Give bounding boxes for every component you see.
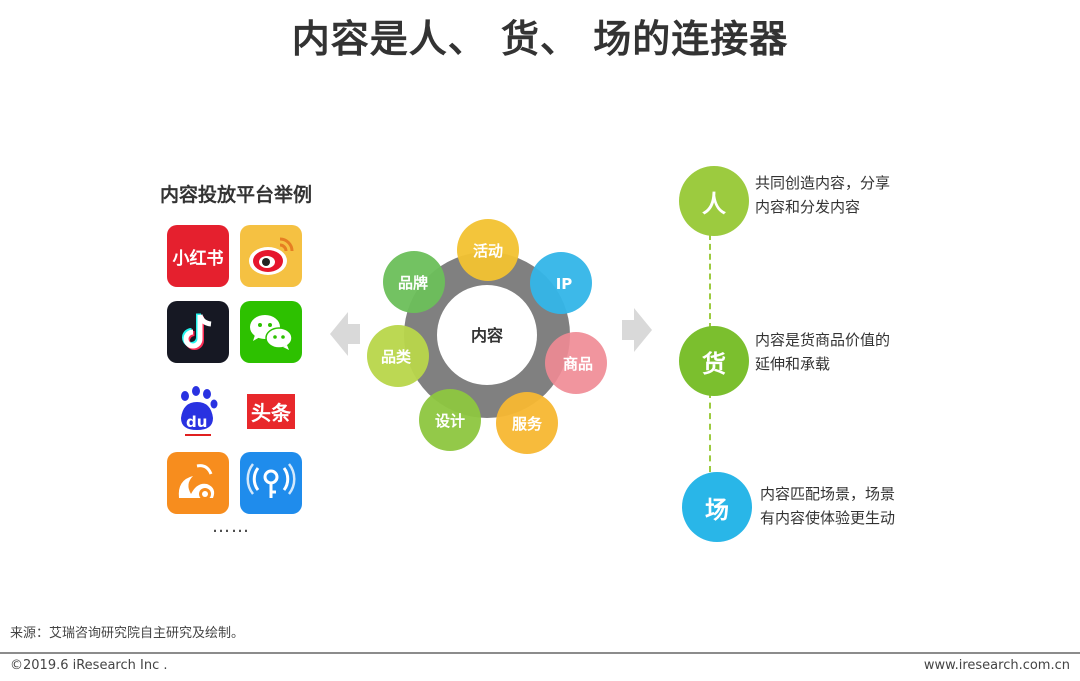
node-people: 人 xyxy=(679,166,749,236)
uc-browser-icon xyxy=(167,452,229,514)
petal-label: 服务 xyxy=(512,415,543,433)
node-label: 货 xyxy=(702,349,726,378)
petal-label: 品牌 xyxy=(398,274,428,292)
right-arrow-icon xyxy=(622,308,652,352)
node-people-desc: 共同创造内容，分享 内容和分发内容 xyxy=(755,171,930,219)
baidu-icon-text: du xyxy=(186,413,208,431)
petal-brand: 品牌 xyxy=(383,251,445,313)
left-arrow-icon xyxy=(330,312,360,356)
node-goods: 货 xyxy=(679,326,749,396)
petal-service: 服务 xyxy=(496,392,558,454)
footer-divider xyxy=(0,652,1080,654)
node-label: 场 xyxy=(705,495,729,524)
node-label: 人 xyxy=(702,189,726,218)
page-title: 内容是人、 货、 场的连接器 xyxy=(291,17,789,61)
connector-line-1 xyxy=(709,234,711,329)
website-link[interactable]: www.iresearch.com.cn xyxy=(923,658,1070,673)
more-platforms-ellipsis: …… xyxy=(212,516,250,537)
petal-design: 设计 xyxy=(419,389,481,451)
petal-label: IP xyxy=(556,275,573,293)
connector-line-2 xyxy=(709,392,711,472)
petal-label: 活动 xyxy=(473,242,503,260)
wifi-key-icon xyxy=(240,452,302,514)
petal-activity: 活动 xyxy=(457,219,519,281)
desc-line: 共同创造内容，分享 xyxy=(755,174,891,192)
petal-ip: IP xyxy=(530,252,592,314)
inner-circle xyxy=(437,285,537,385)
desc-line: 有内容使体验更生动 xyxy=(760,509,896,527)
petal-label: 品类 xyxy=(381,348,412,366)
node-place: 场 xyxy=(682,472,752,542)
copyright-text: ©2019.6 iResearch Inc . xyxy=(10,658,168,673)
platforms-heading: 内容投放平台举例 xyxy=(160,184,313,206)
douyin-icon xyxy=(167,301,229,363)
petal-label: 设计 xyxy=(435,412,465,430)
desc-line: 内容和分发内容 xyxy=(755,198,861,216)
node-goods-desc: 内容是货商品价值的 延伸和承载 xyxy=(755,328,930,376)
xiaohongshu-icon-text: 小红书 xyxy=(172,248,224,269)
baidu-icon: du xyxy=(167,380,229,442)
petal-goods: 商品 xyxy=(545,332,607,394)
wechat-icon xyxy=(240,301,302,363)
center-label: 内容 xyxy=(471,326,503,345)
petal-label: 商品 xyxy=(563,355,593,373)
toutiao-icon: 头条 xyxy=(240,380,302,442)
desc-line: 内容是货商品价值的 xyxy=(755,331,891,349)
desc-line: 延伸和承载 xyxy=(755,355,831,373)
desc-line: 内容匹配场景，场景 xyxy=(760,485,896,503)
petal-category: 品类 xyxy=(367,325,429,387)
xiaohongshu-icon: 小红书 xyxy=(167,225,229,287)
source-note: 来源：艾瑞咨询研究院自主研究及绘制。 xyxy=(10,626,245,641)
weibo-icon xyxy=(240,225,302,287)
toutiao-icon-text: 头条 xyxy=(247,393,295,429)
node-place-desc: 内容匹配场景，场景 有内容使体验更生动 xyxy=(760,482,935,530)
